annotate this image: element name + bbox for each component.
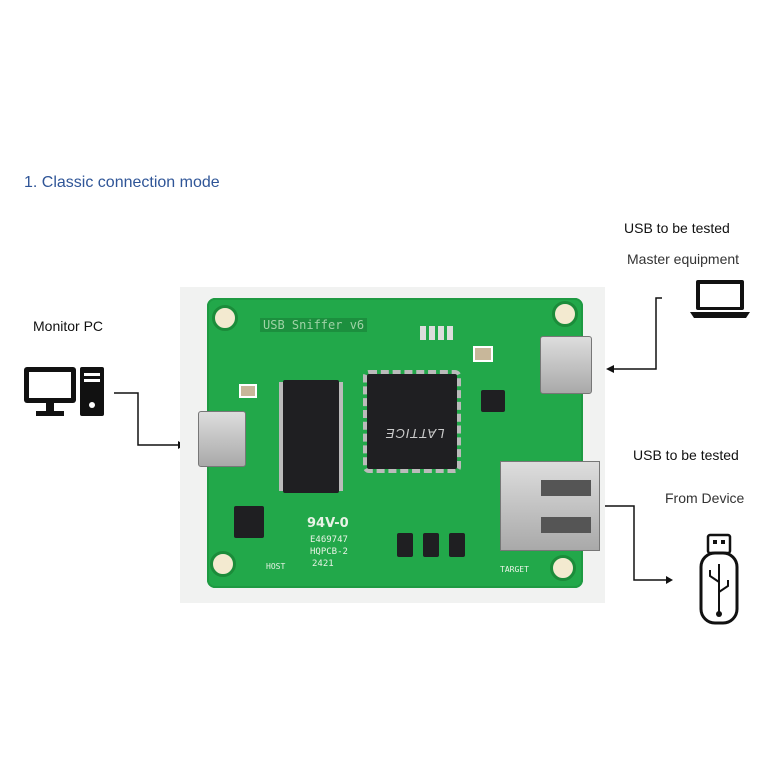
ram-chip <box>283 380 339 493</box>
mount-hole <box>212 305 238 331</box>
arrow-pc-to-host <box>114 392 185 449</box>
crystal <box>239 384 257 398</box>
protection-chip <box>423 533 439 557</box>
small-chip <box>481 390 505 412</box>
desktop-computer-icon <box>24 367 104 416</box>
cert-mark: 94V-0 <box>307 516 349 531</box>
usb-tested-device-label: USB to be tested <box>633 447 739 463</box>
fpga-chip: LATTICE <box>363 370 461 473</box>
board-code2: HQPCB-2 <box>310 547 348 557</box>
crystal <box>473 346 493 362</box>
arrow-device-to-target <box>604 505 673 584</box>
fpga-brand: LATTICE <box>385 426 445 441</box>
mount-hole <box>552 301 578 327</box>
mount-hole <box>210 551 236 577</box>
board-name: USB Sniffer v6 <box>260 318 368 332</box>
status-leds <box>420 326 456 340</box>
mount-hole <box>550 555 576 581</box>
board-code1: E469747 <box>310 535 348 545</box>
diagram-title: 1. Classic connection mode <box>24 174 220 191</box>
protection-chip <box>397 533 413 557</box>
eeprom-chip <box>234 506 264 538</box>
usb-sniffer-board: USB Sniffer v6 LATTICE 94V-0 E469747 HQP… <box>198 298 600 588</box>
host-label: HOST <box>266 562 286 571</box>
target-usb-a-port[interactable] <box>500 461 600 551</box>
usb-flash-drive-icon <box>699 533 739 625</box>
board-date: 2421 <box>312 559 334 569</box>
target-usb-c-port[interactable] <box>540 336 592 394</box>
usb-tested-master-label: USB to be tested <box>624 220 730 236</box>
arrow-master-to-target <box>606 297 662 373</box>
target-label: TARGET <box>500 565 529 574</box>
usb-a-slot <box>541 480 591 496</box>
host-usb-c-port[interactable] <box>198 411 246 467</box>
protection-chip <box>449 533 465 557</box>
master-equipment-label: Master equipment <box>627 251 740 267</box>
usb-a-slot <box>541 517 591 533</box>
laptop-icon <box>690 280 750 318</box>
from-device-label: From Device <box>665 490 745 506</box>
monitor-pc-label: Monitor PC <box>33 318 104 334</box>
